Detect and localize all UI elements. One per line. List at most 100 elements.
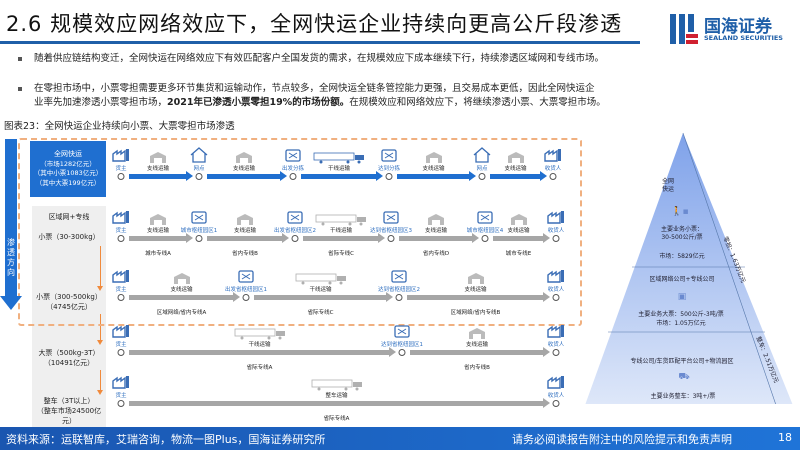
flow-node [242,294,250,301]
market-pyramid [580,132,800,413]
flow-node-label: 货主 [115,287,127,293]
segment-label: 干线运输 [248,342,271,348]
segment-label: 支线运输 [422,166,445,172]
flow-node [552,400,560,407]
flow-node-label: 货主 [115,342,127,348]
flow-node-label: 收货人 [544,166,562,172]
small-ticket-2-label: 小票（300-500kg）（4745亿元） [36,293,102,311]
house-icon [189,147,209,167]
segment-label: 支线运输 [232,166,256,172]
logo-subtext: SEALAND SECURITIES [704,34,783,42]
flow-node-label: 网点 [193,166,205,172]
flow-node [291,235,299,242]
flow-arrow [129,347,396,357]
flow-node [385,173,393,180]
flow-node [195,235,203,242]
flow-node-label: 货主 [115,166,127,172]
line-type-label: 城市专线A [145,251,171,257]
page-title: 2.6 规模效应网络效应下，全网快运企业持续向更高公斤段渗透 [6,12,623,36]
flow-arrow [207,233,289,243]
flow-node-label: 收货人 [547,342,565,348]
flow-node [289,173,297,180]
van-icon [427,211,445,230]
truck-icon [313,149,365,168]
pyramid-mid-market: 市场：1.05万亿元 [656,320,706,327]
line-type-label: 省际专线A [323,416,350,422]
pyramid-shape [584,133,794,408]
flow-node [398,349,406,356]
pyramid-mid-label: 区域网络公司+专线公司 [649,276,715,283]
flow-arrow [254,292,393,302]
bullet-emphasis: 2021年已渗透小票零担19%的市场份额。 [167,97,350,108]
flow-arrow [410,347,550,357]
flow-node [117,349,125,356]
factory-icon [112,209,130,228]
pyramid-mid-business: 主要业务大票：500公斤-3吨/票 [638,311,724,318]
line-type-label: 省际专线A [246,365,273,371]
van-icon [425,149,443,168]
flow-node-label: 城市枢纽园区1 [180,228,218,234]
disclaimer: 请务必阅读报告附注中的风险提示和免责声明 [512,433,732,446]
segment-label: 支线运输 [504,166,527,172]
segment-label: 干线运输 [329,228,353,234]
segment-label: 干线运输 [309,287,332,293]
regional-label: 区域网+专线 [48,213,90,221]
van-icon [235,149,253,168]
flow-node [117,173,125,180]
bullet-2: 在零担市场中，小票零担需要更多环节集货和运输动作，节点较多，全网快运全链条管控能… [18,82,606,110]
truck-icon [295,270,347,289]
logo-mark-icon [670,14,698,44]
flow-node [481,235,489,242]
line-type-label: 省内专线B [232,251,258,257]
bullet-1: 随着供应链结构变迁，全网快运在网络效应下有效匹配客户全国发货的需求，在规模效应下… [18,52,604,66]
flow-node [117,294,125,301]
factory-icon [112,374,130,393]
sorting-hub-icon [238,268,254,287]
sorting-hub-icon [285,147,301,166]
line-type-label: 省内专线D [422,251,450,257]
sorting-hub-icon [391,268,407,287]
segment-label: 支线运输 [170,287,193,293]
pyramid-bottom-business: 主要业务整车：3吨+/票 [650,393,716,400]
segment-label: 支线运输 [465,342,489,348]
flow-arrow [407,292,550,302]
penetration-direction-label: 渗透方向 [7,238,15,277]
flow-node-label: 达到省枢纽园区3 [370,228,412,234]
full-network-scope-box [18,138,582,326]
van-icon [467,270,485,289]
flow-arrow [207,171,287,181]
line-type-label: 区域网络/省内专线B [450,310,501,316]
factory-icon [112,268,130,287]
segment-label: 干线运输 [327,166,351,172]
flow-arrow [490,171,547,181]
truck-icon [311,376,363,395]
bullet-text: 在零担市场中，小票零担需要更多环节集货和运输动作，节点较多，全网快运全链条管控能… [34,83,595,94]
flow-node-label: 出发省枢纽园区1 [225,287,267,293]
title-divider [0,41,640,44]
flow-arrow [397,171,476,181]
pyramid-top-label: 全网快运 [661,178,675,193]
source-note: 资料来源：运联智库，艾瑞咨询，物流一图Plus，国海证券研究所 [6,433,326,446]
bullet-text: 业率先加速渗透小票零担市场， [34,97,168,108]
van-icon [149,149,167,168]
ftl-label: 整车（3T以上）（整车市场24500亿元） [36,397,102,425]
flow-node-label: 收货人 [547,393,565,399]
van-icon [507,149,525,168]
sorting-hub-icon [383,209,399,228]
flow-node [387,235,395,242]
flow-arrow [129,233,193,243]
person-parcel-icon: 🚶▪ [671,207,689,217]
truck-icon: ⛟ [678,372,690,382]
van-icon [468,325,486,344]
full-network-box: 全网快运（市场1282亿元）（其中小票1083亿元）（其中大票199亿元） [30,141,106,197]
segment-label: 支线运输 [233,228,257,234]
segment-label: 整车运输 [325,393,348,399]
segment-label: 支线运输 [146,166,170,172]
house-icon [472,147,492,167]
segment-label: 支线运输 [464,287,487,293]
segment-label: 支线运输 [507,228,530,234]
line-type-label: 城市专线E [505,251,532,257]
van-icon [236,211,254,230]
large-ticket-label: 大票（500kg-3T）（10491亿元） [38,349,100,367]
flow-arrow [493,233,550,243]
